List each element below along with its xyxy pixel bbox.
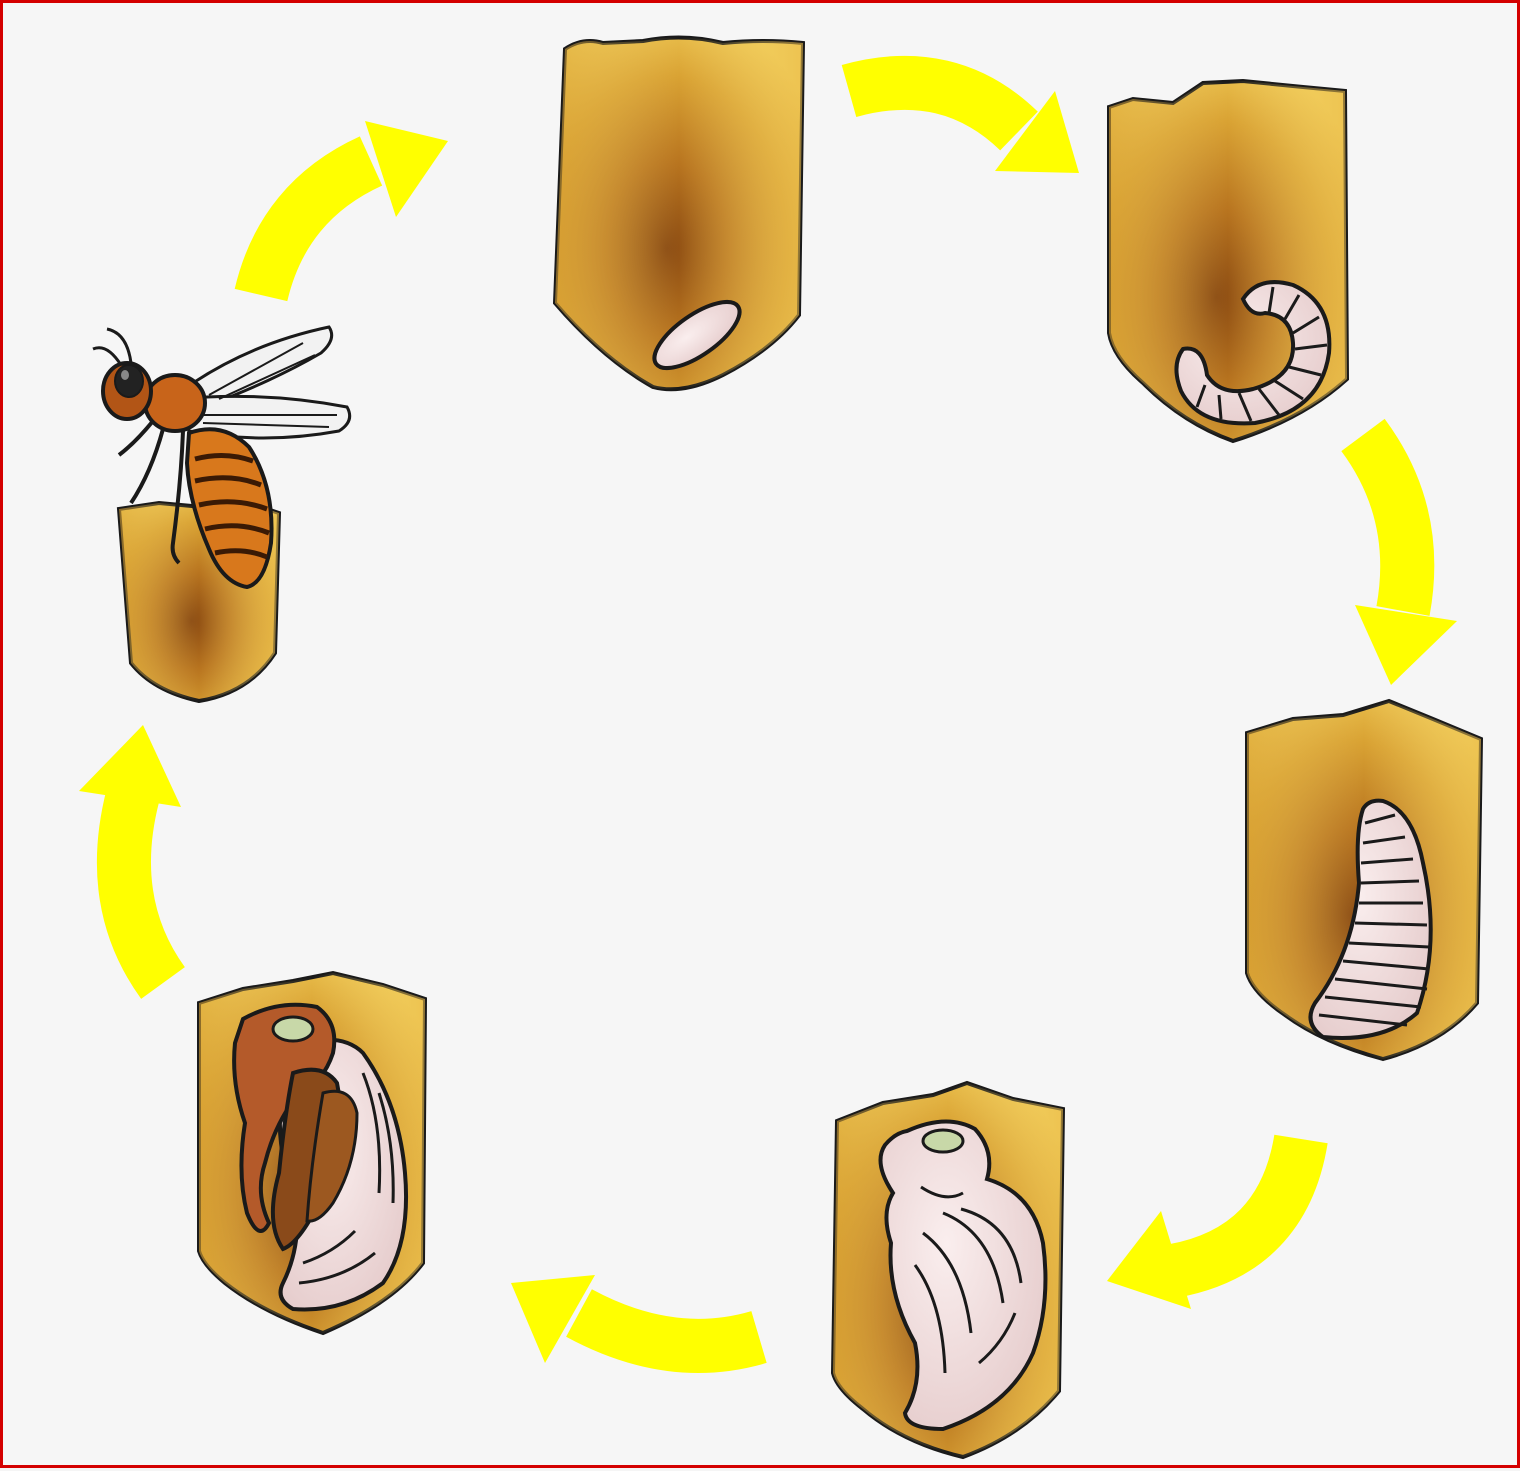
arrow-3-larva-to-big-larva <box>1341 418 1457 685</box>
arrow-1-bee-to-egg <box>234 121 448 302</box>
diagram-canvas <box>79 35 1484 1460</box>
arrow-6-dark-pupa-to-bee <box>79 725 186 999</box>
bee-adult-icon <box>92 325 352 704</box>
arrow-5-white-pupa-to-dark-pupa <box>511 1275 767 1373</box>
white-pupa-icon <box>830 1080 1066 1460</box>
arrow-2-egg-to-larva <box>841 55 1079 173</box>
dark-pupa-icon <box>197 970 428 1336</box>
straight-larva-icon <box>1245 698 1484 1062</box>
egg-in-cell-icon <box>552 35 806 392</box>
arrow-4-big-larva-to-white-pupa <box>1107 1134 1328 1309</box>
curled-larva-icon <box>1107 78 1350 444</box>
